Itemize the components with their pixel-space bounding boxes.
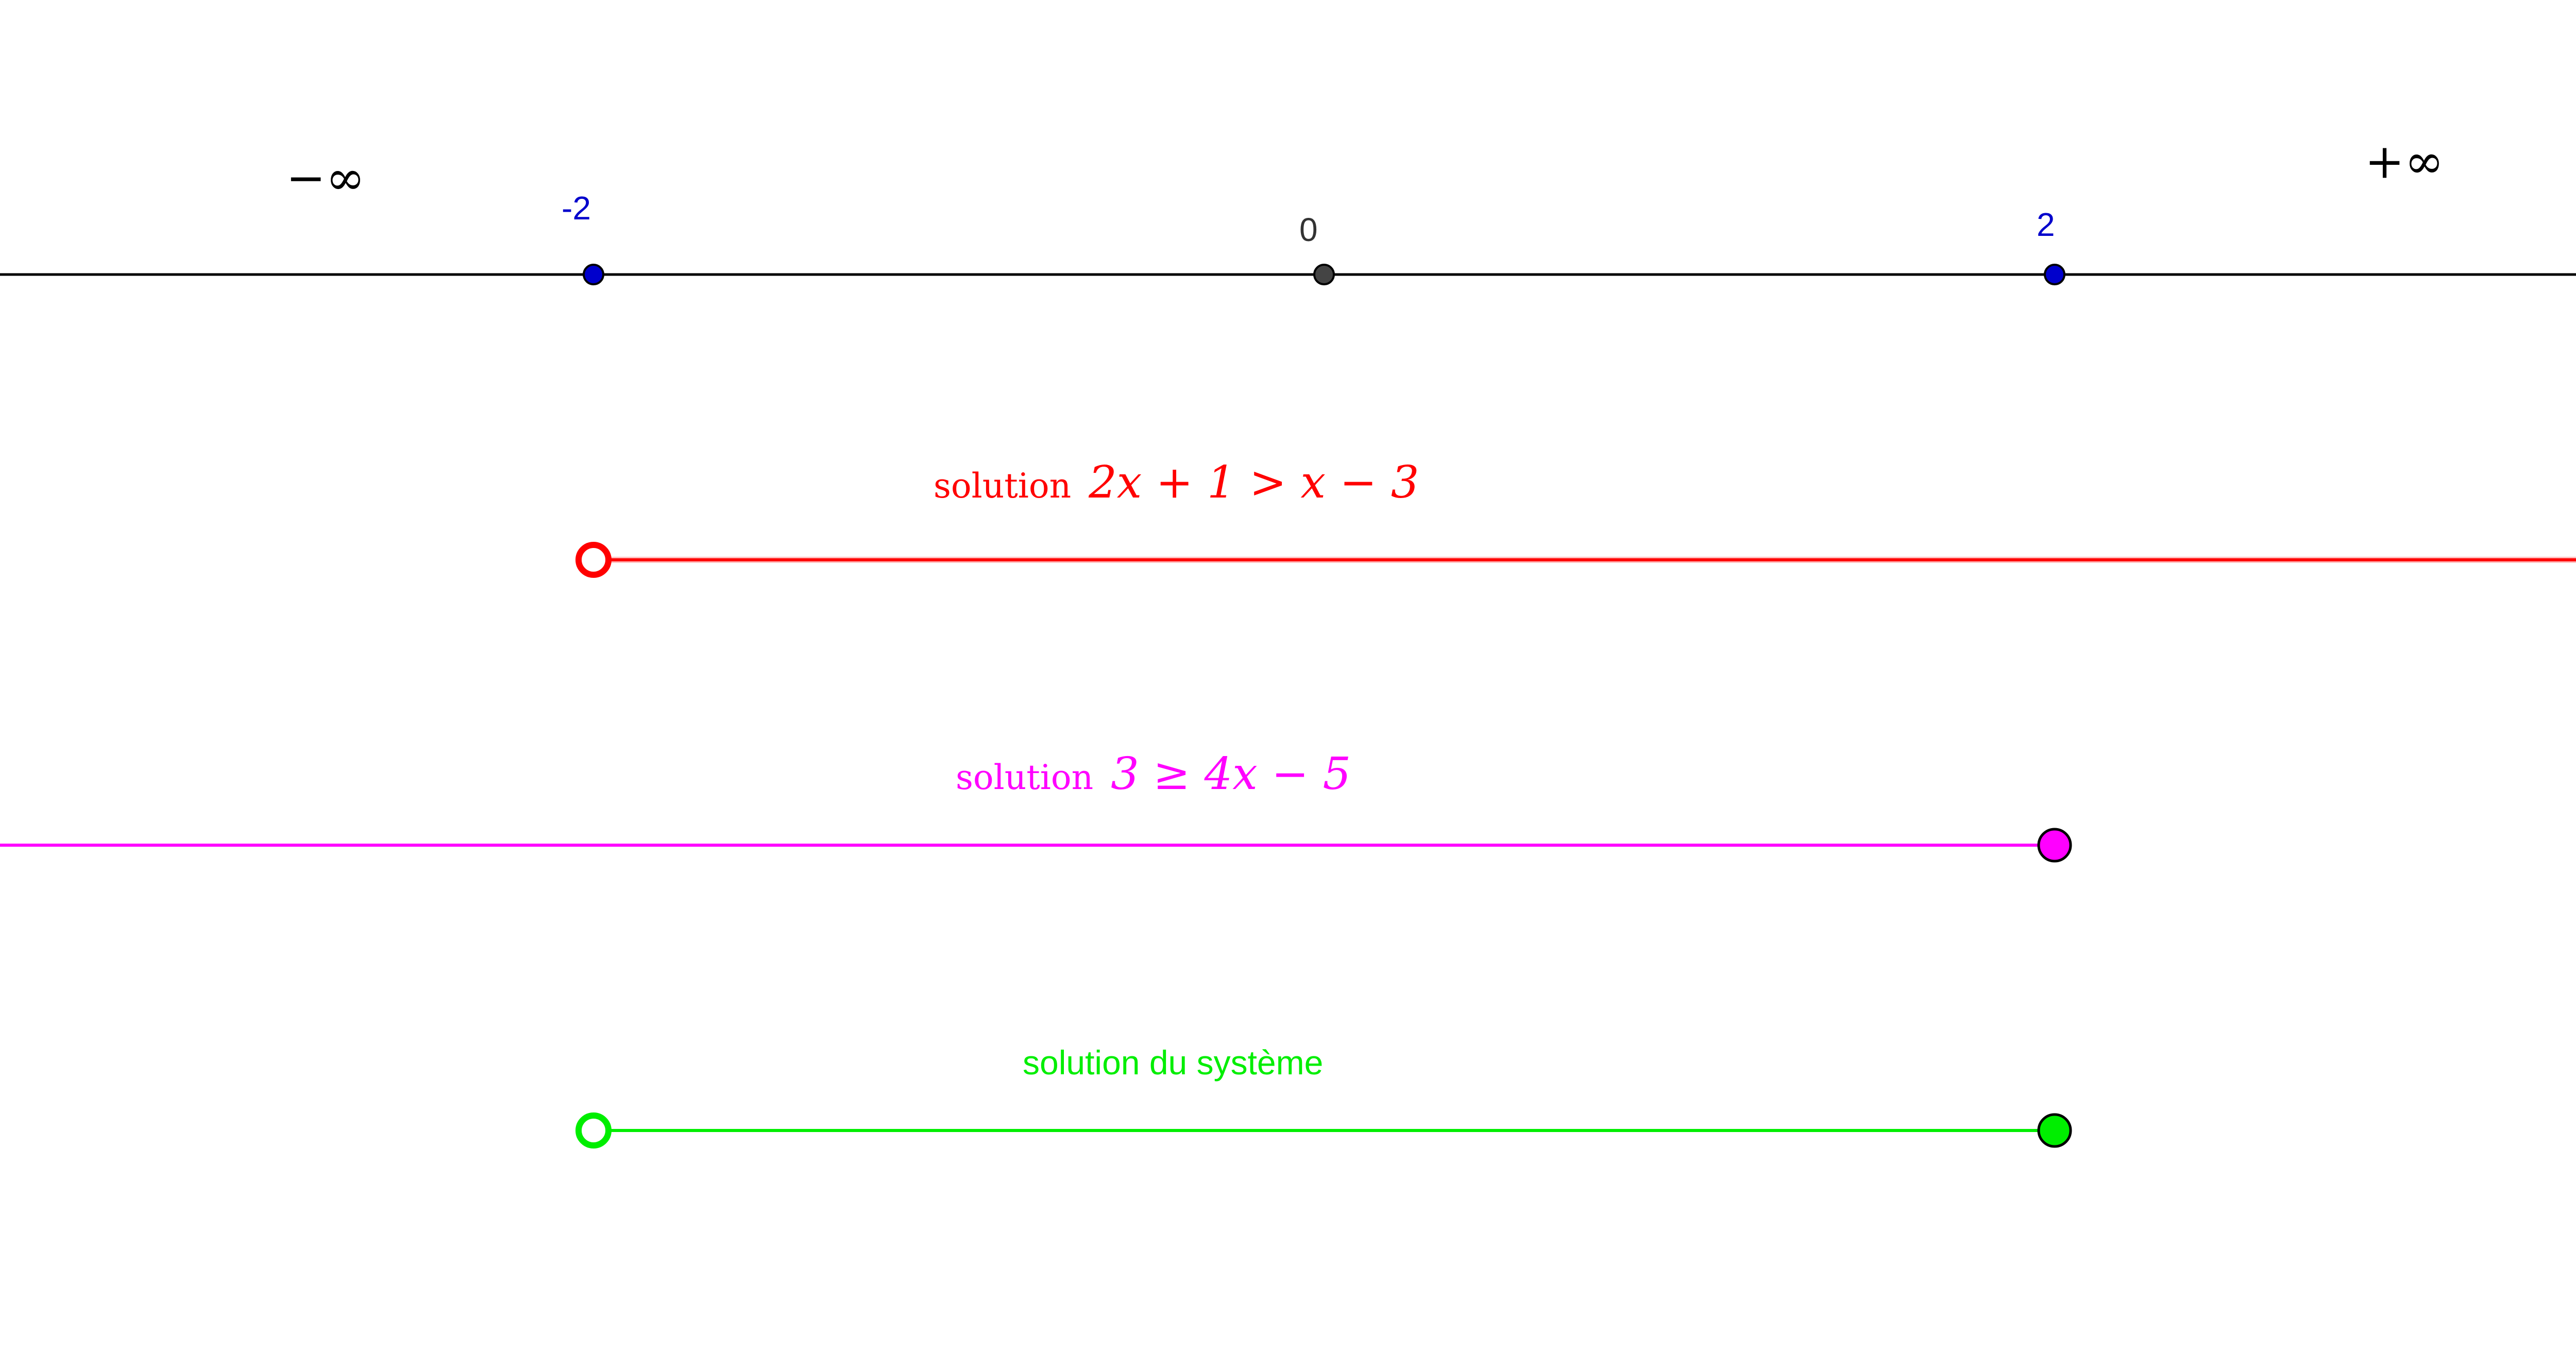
system-open-endpoint[interactable]	[575, 1112, 612, 1149]
plus-infinity-label: +∞	[2365, 134, 2444, 189]
ray-1-open-endpoint[interactable]	[575, 542, 612, 578]
tick-label-0: 0	[1299, 211, 1318, 248]
axis-point-2[interactable]	[2044, 264, 2065, 285]
ray-2-closed-endpoint[interactable]	[2037, 828, 2072, 863]
solution-2-prefix: solution	[956, 758, 1094, 797]
axis-point-minus-2[interactable]	[583, 264, 604, 285]
solution-1-inequality: 2x + 1 > x − 3	[1089, 457, 1419, 508]
minus-infinity-label: −∞	[286, 150, 365, 205]
solution-1-prefix: solution	[934, 466, 1072, 506]
solution-2-inequality: 3 ≥ 4x − 5	[1111, 748, 1351, 800]
number-axis	[0, 264, 2576, 285]
system-closed-endpoint[interactable]	[2037, 1113, 2072, 1148]
solution-segment-system	[575, 1112, 2072, 1149]
tick-label-minus-2: -2	[562, 190, 591, 227]
tick-label-2: 2	[2037, 206, 2055, 243]
axis-point-0[interactable]	[1313, 264, 1335, 285]
solution-2-caption: solution 3 ≥ 4x − 5	[956, 752, 1351, 796]
solution-ray-2	[0, 828, 2072, 863]
system-solution-label: solution du système	[1023, 1043, 1324, 1082]
solution-1-caption: solution 2x + 1 > x − 3	[934, 460, 1419, 505]
solution-ray-1	[575, 542, 2576, 578]
